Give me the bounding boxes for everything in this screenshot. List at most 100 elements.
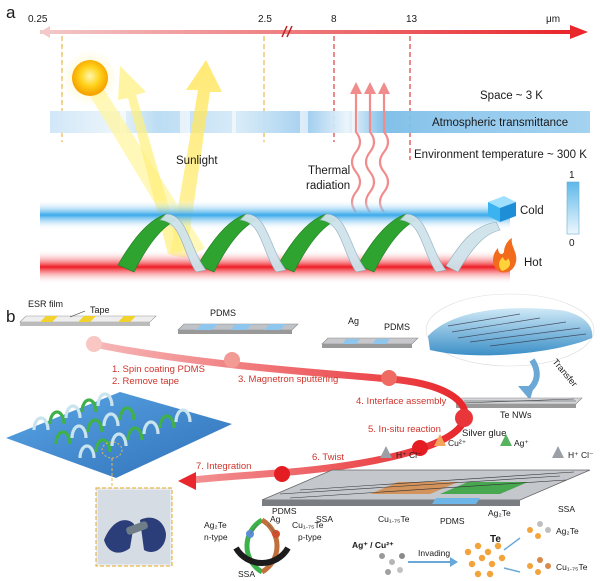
tick-label-3: 13 — [406, 14, 418, 25]
step-node-1 — [86, 336, 102, 352]
crystal-atom — [535, 569, 541, 575]
array-coil — [70, 424, 88, 439]
space-temperature-label: Space ~ 3 K — [480, 90, 543, 102]
helix-array-device — [6, 392, 232, 478]
ring-left-bottom-label: n-type — [204, 532, 228, 542]
te-atom — [494, 542, 502, 550]
step-6-label: 6. Twist — [312, 452, 344, 463]
zoom-circle — [101, 441, 123, 459]
strip-label-ag-te: Ag₂Te — [488, 508, 511, 518]
pdms-strip — [177, 323, 299, 334]
thermoelectric-helix — [117, 213, 501, 273]
panel-b-label: b — [6, 307, 15, 326]
nanowire — [451, 317, 541, 333]
transfer-arrow — [518, 358, 540, 400]
te-nanowire-film-illustration — [425, 293, 595, 367]
tape-leader — [69, 310, 86, 318]
axis-break-mark-1 — [281, 25, 288, 38]
thermal-label-line1: Thermal — [308, 165, 350, 177]
step-node-7 — [274, 466, 290, 482]
silver-glue-label: Silver glue — [462, 428, 506, 439]
wavelength-axis — [40, 25, 588, 39]
cu-te-region — [370, 482, 458, 494]
ions-label: Ag⁺ / Cu²⁺ — [352, 540, 394, 550]
atm-stripe — [300, 111, 308, 133]
step-node-4 — [381, 370, 397, 386]
invading-arrowhead — [450, 557, 458, 567]
thermal-wave-2 — [364, 88, 376, 213]
ring-p-lead — [267, 523, 277, 535]
array-coil — [80, 398, 98, 413]
strip-label-pdms: PDMS — [440, 516, 465, 526]
step-2-label: 2. Remove tape — [112, 376, 179, 387]
product-2-label: Cu₁.₇₅Te — [556, 562, 588, 572]
scale-max-label: 1 — [569, 170, 575, 181]
tape-label: Tape — [90, 305, 110, 315]
ion — [397, 567, 403, 573]
arrowhead — [378, 82, 390, 94]
nanowire — [447, 313, 521, 327]
product-1-label: Ag₂Te — [556, 526, 579, 536]
ring-left-top-label: Ag₂Te — [204, 520, 227, 530]
pdms-patch — [230, 324, 252, 330]
helix-end-segment — [445, 221, 501, 273]
sea-surface — [428, 308, 593, 356]
device-photo — [98, 490, 170, 564]
strip-wire — [279, 475, 561, 495]
environment-temperature-label: Environment temperature ~ 300 K — [414, 149, 587, 161]
thermal-radiation-waves — [350, 88, 390, 213]
ice-right — [500, 202, 516, 222]
reagent-h2-label: H⁺ Cl⁻ — [568, 450, 594, 460]
array-coil — [102, 412, 120, 427]
step-1-label: 1. Spin coating PDMS — [112, 364, 205, 375]
helix-back-segment — [239, 213, 287, 273]
pdms-strip-side — [178, 330, 292, 334]
product-arrow-1 — [503, 537, 521, 551]
axis-unit-label: μm — [546, 14, 560, 25]
ice-cube-icon — [488, 196, 516, 222]
thermal-wave-arrowheads — [350, 82, 390, 94]
array-coil — [48, 410, 66, 425]
dropper-h1 — [380, 446, 392, 458]
step-3-label: 3. Magnetron sputtering — [238, 374, 338, 385]
array-coil — [64, 404, 82, 419]
ag-patch — [342, 339, 360, 344]
ring-n-arc — [244, 517, 264, 575]
atm-stripe — [232, 111, 236, 133]
transfer-arrowhead — [518, 386, 534, 400]
reagent-ag-label: Ag⁺ — [514, 438, 529, 448]
crystal-atom — [537, 557, 543, 563]
cold-label: Cold — [520, 205, 544, 217]
ring-p-arc — [260, 517, 280, 575]
esr-film-side — [20, 322, 150, 326]
ring-n-lead — [249, 523, 259, 535]
tape-piece — [40, 316, 58, 322]
strip-label-cu-te: Cu₁.₇₅Te — [378, 514, 410, 524]
array-coil — [78, 444, 96, 459]
te-atom — [484, 548, 492, 556]
helix-back-segment — [399, 213, 447, 273]
ion — [379, 553, 385, 559]
te-nws-label: Te NWs — [500, 410, 532, 420]
ag2te-crystal — [527, 521, 551, 539]
esr-film-label: ESR film — [28, 299, 63, 309]
ring-ssa-arc — [233, 546, 291, 567]
fabrication-path-arrowhead — [178, 472, 196, 490]
axis-left-arrowhead — [40, 26, 50, 38]
composite-strip — [261, 469, 591, 506]
ag-strip-top — [321, 337, 419, 345]
sun-icon — [72, 60, 108, 96]
pdms-under-region — [432, 498, 480, 504]
reagent-cu-label: Cu²⁺ — [448, 438, 467, 448]
axis-bar — [40, 30, 570, 34]
flame-outer — [493, 238, 517, 273]
ring-right-bottom-label: p-type — [298, 532, 322, 542]
te-atom — [478, 554, 486, 562]
te-atom — [464, 548, 472, 556]
dropper-cu — [434, 434, 446, 446]
invading-label: Invading — [418, 548, 450, 558]
cu-te-crystal — [527, 557, 551, 575]
helix-back-segment — [159, 213, 207, 273]
crystal-atom — [535, 533, 541, 539]
glove-left — [104, 520, 134, 553]
